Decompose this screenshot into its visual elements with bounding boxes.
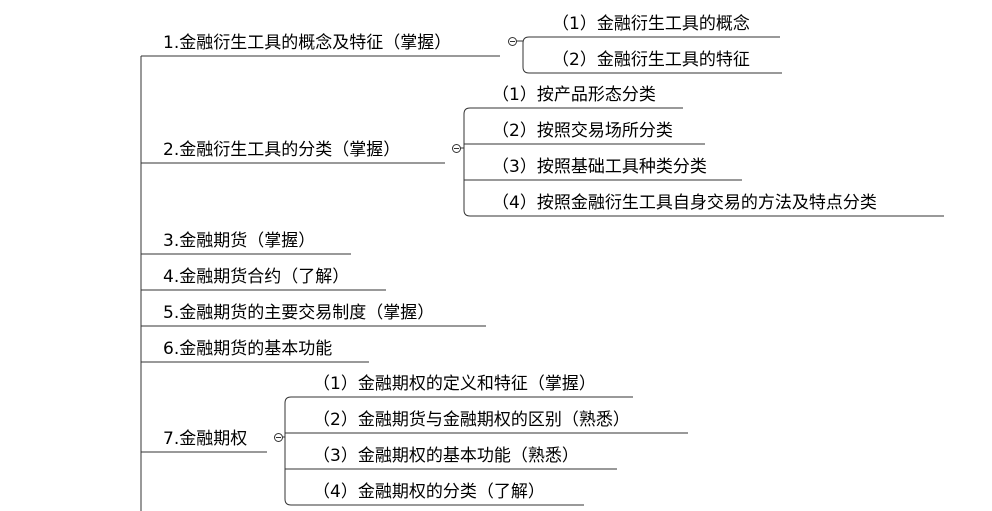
- branch-2-child-2-label[interactable]: （2）按照交易场所分类: [492, 121, 673, 141]
- branch-2-collapse-icon[interactable]: [451, 143, 461, 153]
- branch-7-child-2-label[interactable]: （2）金融期货与金融期权的区别（熟悉）: [313, 410, 630, 430]
- branch-2-child-1-label[interactable]: （1）按产品形态分类: [492, 85, 656, 105]
- branch-1-child-2-label[interactable]: （2）金融衍生工具的特征: [552, 50, 750, 70]
- branch-7-collapse-icon[interactable]: [273, 432, 283, 442]
- branch-2-child-4-label[interactable]: （4）按照金融衍生工具自身交易的方法及特点分类: [492, 193, 877, 213]
- branch-7-child-1-label[interactable]: （1）金融期权的定义和特征（掌握）: [313, 374, 596, 394]
- branch-6-label[interactable]: 6.金融期货的基本功能: [163, 339, 333, 359]
- branch-3-label[interactable]: 3.金融期货（掌握）: [163, 231, 316, 251]
- branch-7-child-4-label[interactable]: （4）金融期权的分类（了解）: [313, 482, 545, 502]
- branch-1-collapse-icon[interactable]: [507, 36, 517, 46]
- branch-5-label[interactable]: 5.金融期货的主要交易制度（掌握）: [163, 303, 435, 323]
- branch-7-child-3-label[interactable]: （3）金融期权的基本功能（熟悉）: [313, 446, 579, 466]
- branch-7-label[interactable]: 7.金融期权: [163, 429, 248, 449]
- branch-4-label[interactable]: 4.金融期货合约（了解）: [163, 267, 350, 287]
- branch-2-child-3-label[interactable]: （3）按照基础工具种类分类: [492, 157, 707, 177]
- branch-2-label[interactable]: 2.金融衍生工具的分类（掌握）: [163, 140, 401, 160]
- branch-2-bracket: [463, 107, 471, 217]
- branch-7-bracket: [284, 396, 292, 506]
- branch-1-child-1-label[interactable]: （1）金融衍生工具的概念: [552, 14, 750, 34]
- branch-1-label[interactable]: 1.金融衍生工具的概念及特征（掌握）: [163, 33, 452, 53]
- branch-1-bracket: [522, 36, 530, 74]
